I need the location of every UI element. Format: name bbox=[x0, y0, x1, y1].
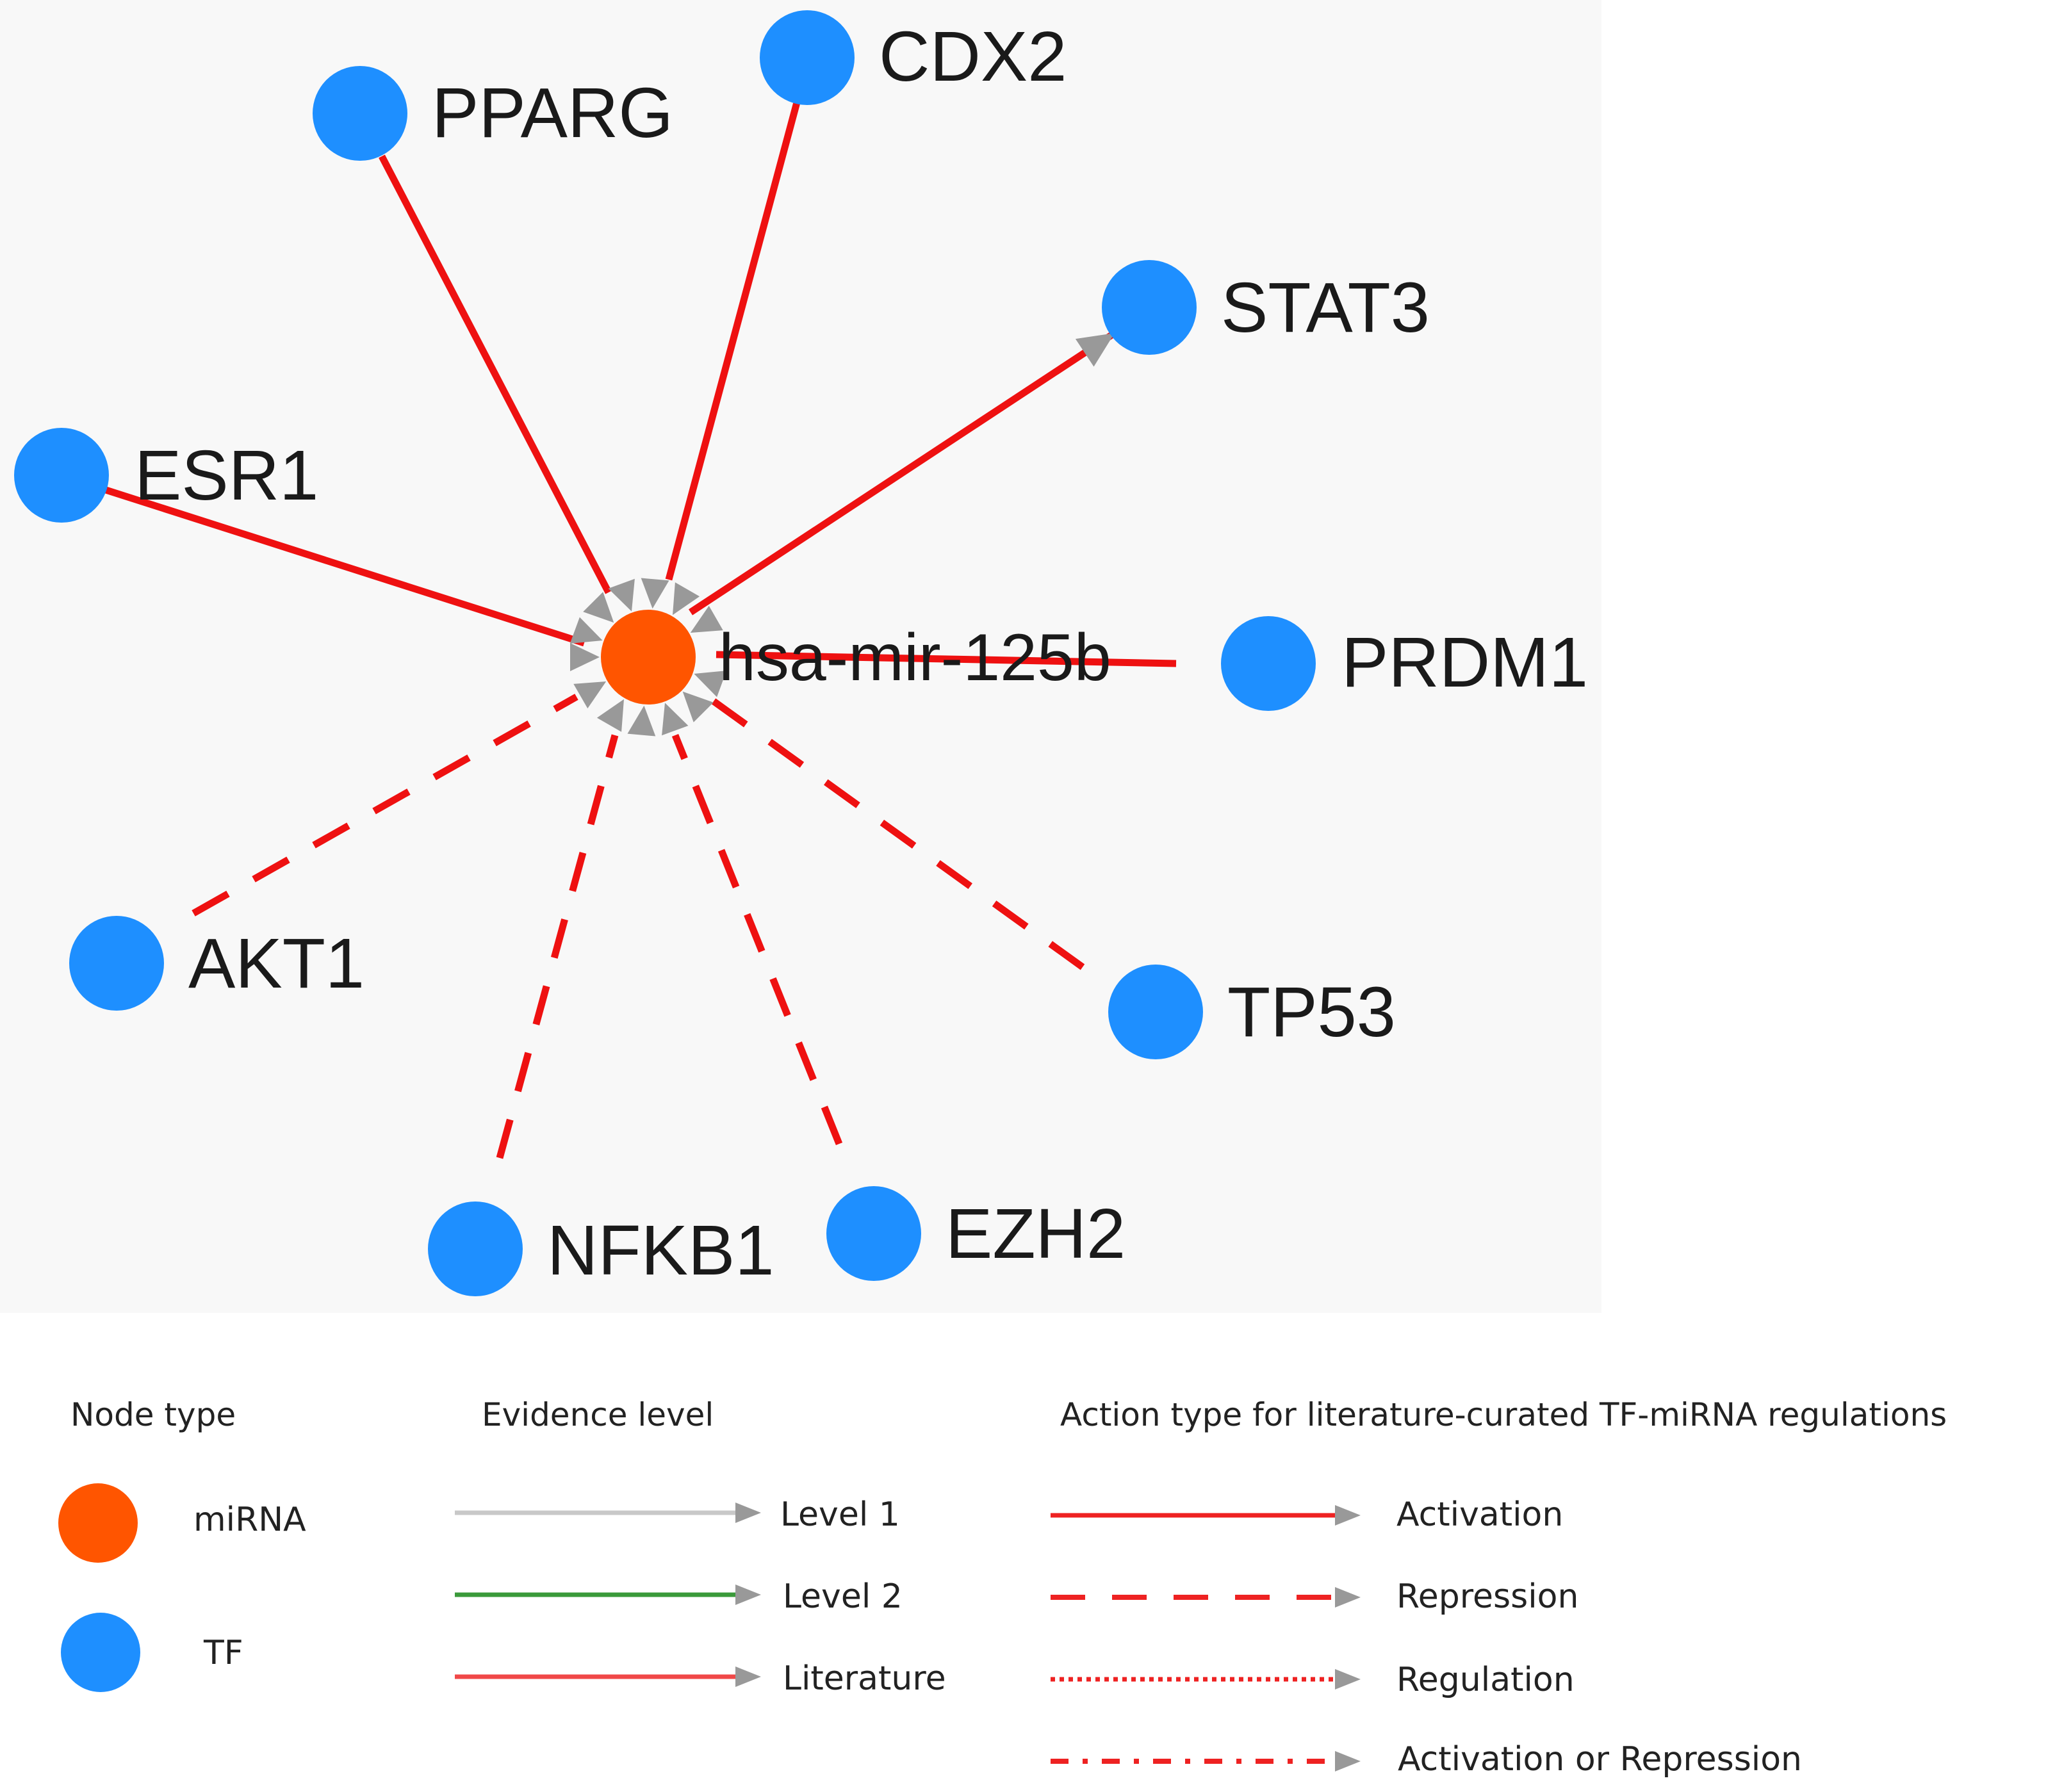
arrowheads-layer bbox=[569, 333, 1115, 737]
node-label-esr1: ESR1 bbox=[135, 436, 318, 515]
arrowhead-11 bbox=[596, 699, 624, 732]
legend-mirna-swatch bbox=[58, 1483, 138, 1563]
node-stat3[interactable] bbox=[1102, 260, 1197, 355]
arrowhead-1 bbox=[569, 617, 603, 644]
arrowhead-7 bbox=[694, 671, 727, 697]
arrowhead-2 bbox=[583, 592, 614, 623]
node-ezh2[interactable] bbox=[826, 1186, 921, 1281]
legend-node-type-heading: Node type bbox=[70, 1396, 236, 1433]
node-nfkb1[interactable] bbox=[428, 1201, 523, 1296]
node-label-ezh2: EZH2 bbox=[946, 1194, 1126, 1273]
legend-level2-arrowhead bbox=[735, 1584, 761, 1605]
edge-prdm1 bbox=[716, 651, 1177, 667]
legend-repression-arrowhead bbox=[1335, 1587, 1361, 1608]
edge-nfkb1 bbox=[496, 734, 619, 1159]
node-label-akt1: AKT1 bbox=[188, 924, 364, 1003]
legend-activation-or-repression-label: Activation or Repression bbox=[1398, 1740, 1802, 1779]
legend: Node type miRNA TF Evidence level Level … bbox=[58, 1396, 1947, 1779]
edge-pparg bbox=[379, 154, 612, 594]
legend-activation-arrowhead bbox=[1335, 1505, 1361, 1526]
node-esr1[interactable] bbox=[14, 428, 109, 523]
arrowhead-9 bbox=[662, 703, 689, 736]
nodes-layer bbox=[14, 10, 1316, 1296]
arrowhead-6 bbox=[690, 605, 723, 633]
node-label-tp53: TP53 bbox=[1227, 973, 1396, 1052]
labels-layer: hsa-mir-125b PPARG CDX2STAT3ESR1PRDM1AKT1T… bbox=[135, 17, 1588, 1290]
arrowhead-stat3 bbox=[1075, 333, 1115, 367]
node-label-prdm1: PRDM1 bbox=[1341, 623, 1588, 702]
arrowhead-10 bbox=[627, 705, 656, 737]
legend-tf-label: TF bbox=[203, 1634, 243, 1672]
legend-evidence-heading: Evidence level bbox=[482, 1396, 714, 1433]
legend-tf-swatch bbox=[61, 1613, 140, 1692]
legend-action-heading: Action type for literature-curated TF-mi… bbox=[1060, 1396, 1947, 1433]
legend-literature-arrowhead bbox=[735, 1666, 761, 1687]
legend-level1-label: Level 1 bbox=[780, 1495, 900, 1534]
arrowhead-13 bbox=[570, 643, 600, 671]
legend-activation-or-repression-arrowhead bbox=[1335, 1751, 1361, 1772]
node-label-pparg: PPARG bbox=[432, 74, 673, 152]
arrowhead-4 bbox=[641, 578, 669, 609]
legend-repression-label: Repression bbox=[1396, 1577, 1578, 1616]
edge-ezh2 bbox=[671, 733, 843, 1146]
legend-level1-arrowhead bbox=[735, 1503, 761, 1523]
legend-regulation-label: Regulation bbox=[1396, 1661, 1575, 1699]
node-label-cdx2: CDX2 bbox=[879, 17, 1067, 96]
legend-activation-label: Activation bbox=[1396, 1495, 1563, 1534]
node-akt1[interactable] bbox=[69, 916, 164, 1011]
legend-literature-label: Literature bbox=[783, 1659, 946, 1698]
node-label-stat3: STAT3 bbox=[1221, 268, 1430, 347]
edge-esr1 bbox=[102, 485, 585, 647]
edge-cdx2 bbox=[665, 101, 801, 581]
arrowhead-12 bbox=[573, 681, 607, 709]
edge-stat3 bbox=[688, 330, 1117, 615]
edges-layer bbox=[102, 101, 1177, 1159]
node-tp53[interactable] bbox=[1108, 965, 1203, 1059]
node-hsa-mir-125b[interactable] bbox=[601, 610, 696, 705]
node-label-hsa-mir-125b: hsa-mir-125b bbox=[719, 621, 1111, 695]
edge-akt1 bbox=[192, 694, 578, 916]
node-label-nfkb1: NFKB1 bbox=[547, 1211, 774, 1290]
legend-regulation-arrowhead bbox=[1335, 1669, 1361, 1690]
node-prdm1[interactable] bbox=[1221, 616, 1316, 711]
node-pparg[interactable] bbox=[313, 66, 407, 161]
edge-tp53 bbox=[708, 696, 1085, 970]
node-cdx2[interactable] bbox=[760, 10, 855, 105]
arrowhead-8 bbox=[682, 691, 714, 722]
legend-level2-label: Level 2 bbox=[783, 1577, 903, 1616]
arrowhead-5 bbox=[673, 582, 700, 615]
legend-mirna-label: miRNA bbox=[193, 1501, 306, 1539]
arrowhead-3 bbox=[608, 578, 635, 612]
